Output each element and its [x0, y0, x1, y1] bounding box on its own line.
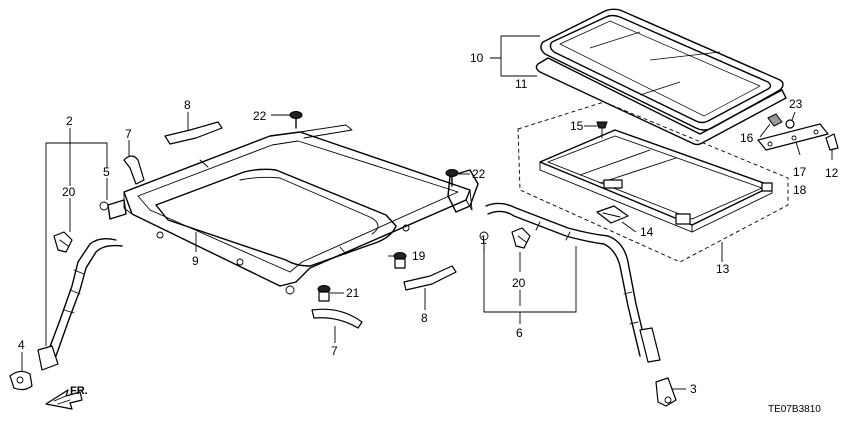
seal-strip-8-bottom — [403, 265, 457, 291]
callout-22-right: 22 — [472, 167, 486, 181]
drain-joint-3 — [655, 377, 677, 407]
callout-13: 13 — [716, 262, 730, 276]
callout-18: 18 — [793, 183, 807, 197]
hose-clamp-5 — [99, 201, 109, 211]
callout-6: 6 — [516, 326, 523, 340]
drain-plug-7-left — [123, 155, 145, 185]
callout-9: 9 — [192, 254, 199, 268]
callout-16: 16 — [740, 131, 754, 145]
sunshade-handle-clip — [596, 205, 629, 224]
callout-20-left: 20 — [62, 185, 76, 199]
bolt-21 — [317, 285, 331, 302]
callout-11: 11 — [515, 77, 528, 91]
sunshade-frame — [539, 129, 773, 233]
drain-clip-20-left — [53, 231, 73, 253]
callout-8-top: 8 — [184, 98, 191, 112]
leader-lines — [21, 35, 833, 390]
front-direction-arrow-icon — [45, 389, 83, 410]
seal-strip-8-top — [164, 121, 223, 145]
sunroof-glass-panel — [540, 8, 784, 131]
drain-joint-4 — [9, 370, 33, 391]
callout-22-top: 22 — [253, 109, 267, 123]
callout-8-bottom: 8 — [421, 311, 428, 325]
callout-3: 3 — [690, 382, 697, 396]
callout-7-top: 7 — [125, 127, 132, 141]
callout-7-bottom: 7 — [331, 344, 338, 358]
wind-deflector-bracket — [757, 123, 829, 151]
diagram-code: TE07B3810 — [768, 404, 821, 415]
drain-clip-20-right — [511, 227, 531, 249]
callout-1: 1 — [480, 233, 487, 247]
bolt-19 — [393, 252, 407, 269]
direction-label: FR. — [70, 385, 88, 397]
callout-20-right: 20 — [512, 276, 526, 290]
bracket-spacer-16 — [767, 113, 783, 127]
callout-2: 2 — [66, 114, 73, 128]
sunshade-group-outline — [517, 101, 789, 263]
nut-23 — [785, 119, 795, 129]
glass-seal-gasket — [535, 57, 787, 146]
callout-10: 10 — [470, 51, 484, 65]
callout-21: 21 — [346, 286, 360, 300]
bolt-22-right — [445, 169, 459, 187]
callout-17: 17 — [793, 165, 807, 179]
drain-tube-right — [485, 202, 661, 363]
drain-tube-front-left — [37, 237, 123, 371]
callout-23: 23 — [789, 97, 803, 111]
screw-15 — [596, 121, 608, 139]
callout-14: 14 — [640, 225, 654, 239]
callout-19: 19 — [412, 249, 426, 263]
seal-strip-7-bottom — [311, 308, 363, 329]
sunroof-frame — [107, 124, 479, 295]
bolt-22-top — [289, 111, 303, 129]
callout-4: 4 — [18, 338, 25, 352]
clip-12 — [825, 133, 839, 151]
callout-12: 12 — [825, 166, 839, 180]
hose-clamp-1 — [479, 231, 489, 241]
callout-5: 5 — [103, 165, 110, 179]
callout-15: 15 — [570, 119, 584, 133]
